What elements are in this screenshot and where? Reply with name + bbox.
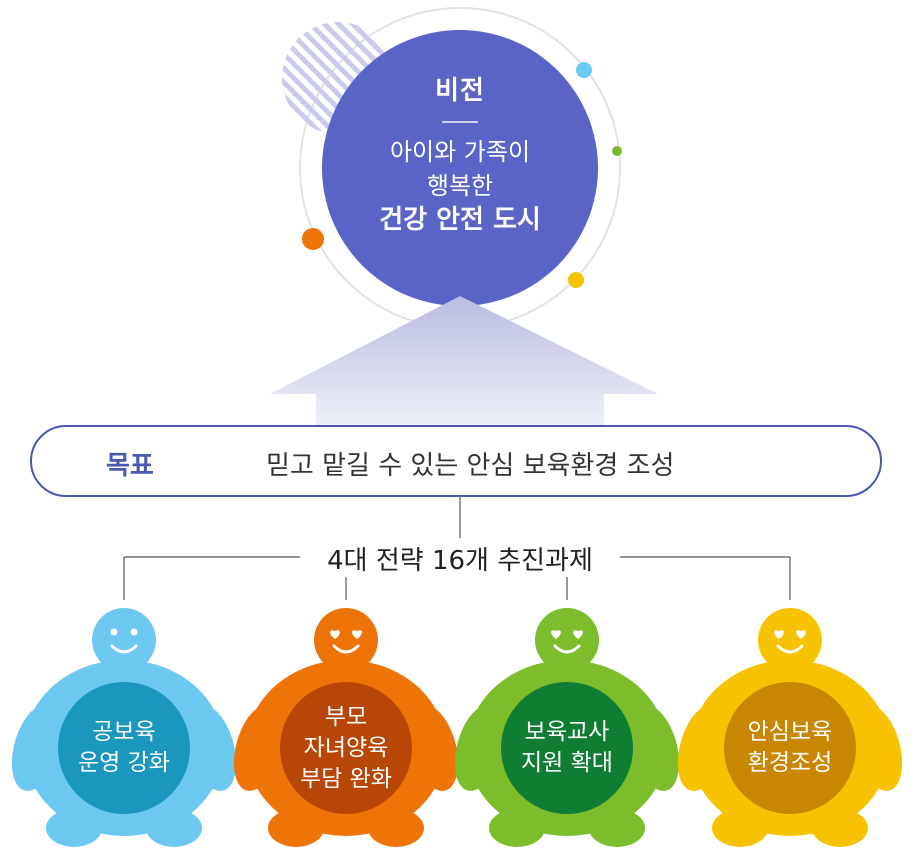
smile-mouth-icon — [776, 644, 804, 654]
goal-box: 목표 믿고 맡길 수 있는 안심 보육환경 조성 — [30, 425, 882, 497]
strategy-characters — [11, 608, 903, 847]
strategy-3-line-2: 지원 확대 — [521, 750, 613, 776]
strategy-character-1 — [11, 608, 237, 847]
vision-circle — [322, 30, 598, 306]
vision-line-1: 아이와 가족이 — [389, 138, 531, 166]
smile-mouth-icon — [332, 644, 360, 654]
strategy-4-line-1: 안심보육 — [747, 719, 833, 745]
strategy-label-2: 부모 자녀양육 부담 완화 — [271, 702, 421, 795]
dot-orange — [302, 228, 324, 250]
character-inner-circle — [724, 682, 856, 814]
strategy-character-3 — [454, 608, 680, 847]
heart-eye-right-icon — [573, 630, 583, 639]
connector-lines — [123, 497, 791, 600]
strategy-character-2 — [233, 608, 459, 847]
heart-eye-left-icon — [774, 630, 784, 639]
dot-blue — [576, 62, 592, 78]
heart-eye-left-icon — [330, 630, 340, 639]
character-head — [535, 608, 599, 672]
character-inner-circle — [501, 682, 633, 814]
eye-left-icon — [110, 628, 118, 636]
strategy-2-line-2: 자녀양육 — [303, 734, 389, 761]
character-head — [314, 608, 378, 672]
heart-eye-left-icon — [551, 630, 561, 639]
heart-eye-right-icon — [352, 630, 362, 639]
upward-arrow — [270, 296, 658, 426]
character-inner-circle — [280, 682, 412, 814]
strategy-title: 4대 전략 16개 추진과제 — [300, 540, 620, 577]
strategy-2-line-3: 부담 완화 — [300, 765, 392, 792]
character-head — [92, 608, 156, 672]
dot-green — [612, 146, 622, 156]
eye-right-icon — [130, 628, 138, 636]
strategy-1-line-2: 운영 강화 — [78, 750, 170, 776]
smile-mouth-icon — [110, 644, 138, 654]
strategy-label-3: 보육교사 지원 확대 — [492, 717, 642, 779]
strategy-2-line-1: 부모 — [324, 703, 368, 730]
vision-text: 비전 아이와 가족이 행복한 건강 안전 도시 — [322, 70, 598, 237]
character-head — [758, 608, 822, 672]
dot-yellow — [568, 272, 584, 288]
vision-line-2: 행복한 — [426, 172, 494, 200]
strategy-character-4 — [677, 608, 903, 847]
vision-divider — [442, 121, 478, 123]
strategy-label-1: 공보육 운영 강화 — [49, 717, 199, 779]
goal-text: 믿고 맡길 수 있는 안심 보육환경 조성 — [266, 451, 675, 481]
strategy-3-line-1: 보육교사 — [524, 719, 610, 745]
strategy-4-line-2: 환경조성 — [747, 750, 833, 776]
vision-line-3: 건강 안전 도시 — [379, 205, 541, 235]
heart-eye-right-icon — [796, 630, 806, 639]
character-inner-circle — [58, 682, 190, 814]
strategy-label-4: 안심보육 환경조성 — [715, 717, 865, 779]
goal-label: 목표 — [106, 451, 154, 481]
smile-mouth-icon — [553, 644, 581, 654]
vision-title: 비전 — [435, 76, 485, 106]
strategy-1-line-1: 공보육 — [92, 719, 156, 745]
